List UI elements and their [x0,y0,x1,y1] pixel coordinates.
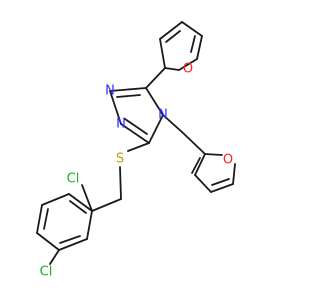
structure-canvas: N N N S O O Cl Cl [36,21,236,280]
bond-furan2-1b [191,157,201,174]
bond-ch2-ring [91,198,122,212]
oxygen-label-methyl: O [223,153,233,168]
n2-label: N [116,117,126,132]
bond-furan2-5 [204,153,223,156]
bond-n4-ch2 [162,114,183,133]
bond-s-ch2 [119,166,122,200]
bond-benz-2 [58,238,88,251]
bond-furan2-4 [232,163,236,185]
bond-furan-top-2b [165,30,181,43]
bond-benz-6b [69,200,87,214]
bond-furan-top-4b [190,35,196,53]
bond-benz-4 [36,204,43,234]
bond-n2-c3 [120,123,150,144]
bond-n1-n2 [109,90,122,125]
bond-c3-n4 [148,114,164,144]
bond-n4-c5 [145,87,164,116]
bond-furan2-3b [211,178,230,186]
bond-benz-6 [68,193,93,212]
chlorine-label-para: Cl [40,265,53,280]
bond-furan2-2 [194,174,212,193]
bond-furan-top-4 [196,35,203,60]
oxygen-label-top: O [183,62,193,77]
bond-c5-furan-top [145,67,166,89]
bond-n1-c5 [109,87,147,92]
molecule-diagram: N N N S O O Cl Cl [36,21,236,280]
n4-label: N [158,108,168,123]
bond-benz-3 [36,232,60,251]
bonds [36,21,236,265]
bond-furan2-1 [194,153,206,176]
bond-furan-top-5 [178,58,198,71]
bond-n1-c5-double [116,94,141,98]
bond-benz-5 [41,193,70,206]
chlorine-label-ortho: Cl [67,172,80,187]
bond-furan-top-6 [164,67,180,71]
sulfur-label: S [116,152,124,167]
bond-furan-top-3 [181,21,203,37]
bond-furan-top-1 [159,38,166,69]
bond-c3-s [127,142,150,152]
n1-label: N [105,84,115,99]
bond-ch2-furan2 [181,131,206,155]
bond-n2-c3-double [124,118,148,135]
bond-benz-2b [59,235,81,244]
bond-cl-ortho [81,184,93,212]
bond-furan2-3 [210,183,234,193]
bond-furan-top-2 [159,21,183,40]
bond-benz-4b [43,208,49,230]
bond-cl-para [49,249,60,265]
bond-benz-1 [86,210,93,240]
